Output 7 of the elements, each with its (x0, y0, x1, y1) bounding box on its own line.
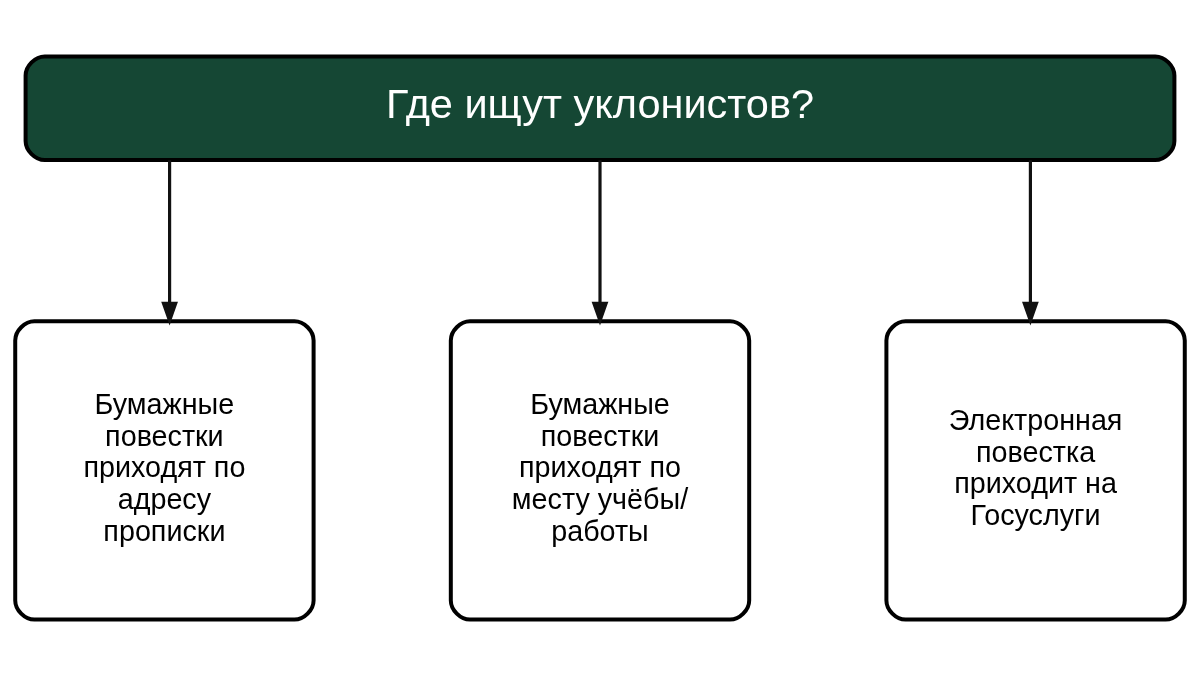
arrow (161, 159, 178, 326)
node-box: Где ищут уклонистов? (23, 53, 1177, 162)
node-box: Бумажные повестки приходят по месту учёбы/ работы (448, 318, 752, 622)
arrow (591, 159, 609, 326)
arrow (1022, 159, 1039, 326)
node-box: Электронная повестка приходит на Госуслуги (884, 318, 1187, 622)
node-box: Бумажные повестки приходят по адресу прописки (13, 318, 316, 622)
